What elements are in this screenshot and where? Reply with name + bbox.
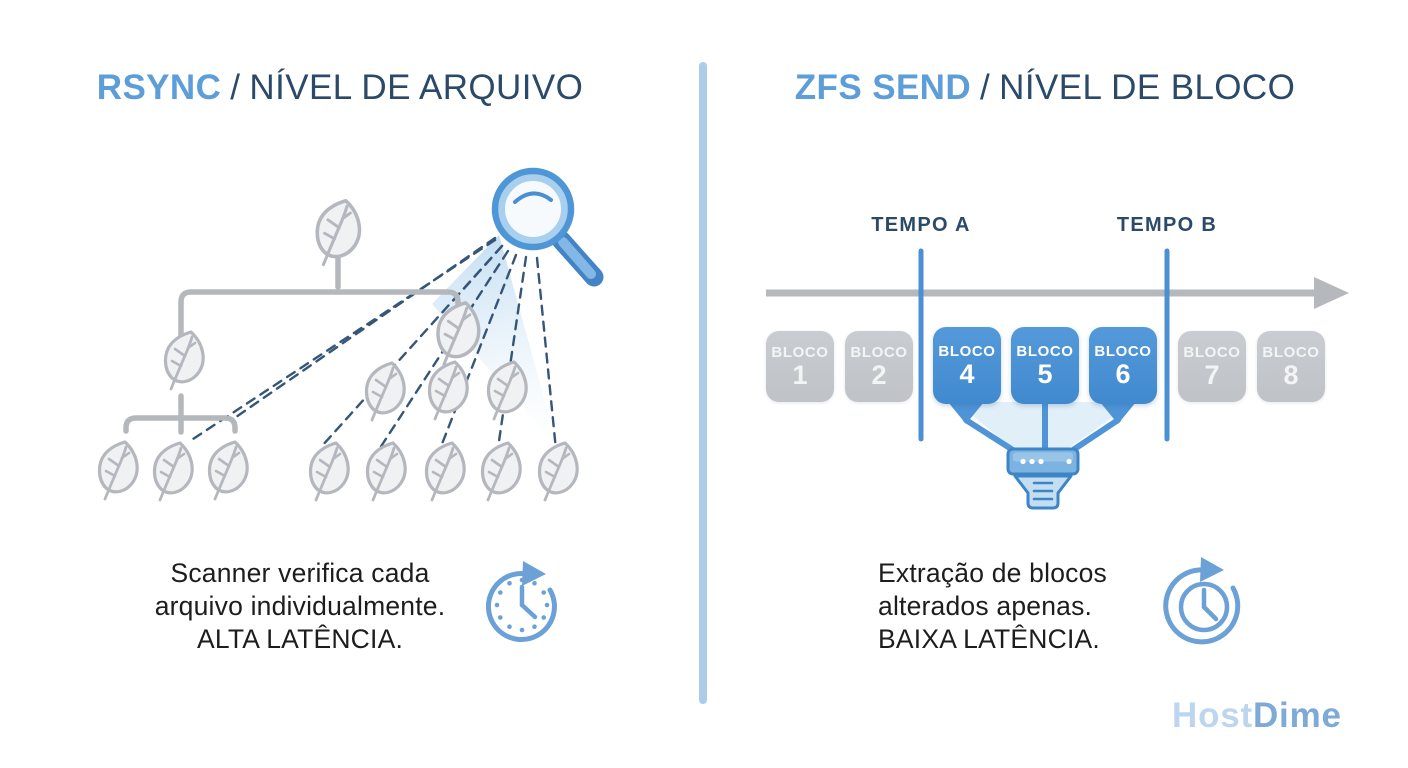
block-1: BLOCO 1	[766, 331, 834, 402]
leaf-icon	[537, 441, 579, 502]
left-title-product: RSYNC	[96, 68, 222, 107]
caption-line: ALTA LATÊNCIA.	[196, 624, 404, 654]
block-6: BLOCO 6	[1089, 327, 1157, 404]
leaf-icon	[152, 441, 194, 502]
block-label: BLOCO	[1262, 343, 1320, 361]
right-arrow-icon	[1314, 277, 1349, 309]
tempo-b-label: TEMPO B	[1116, 214, 1218, 236]
title-separator: /	[980, 68, 991, 107]
block-number: 6	[1115, 358, 1131, 389]
block-number: 5	[1037, 358, 1053, 389]
leaf-icon	[315, 198, 362, 267]
block-label: BLOCO	[1016, 342, 1074, 360]
block-label: BLOCO	[771, 343, 829, 361]
block-5: BLOCO 5	[1011, 327, 1079, 404]
right-title-product: ZFS SEND	[794, 68, 972, 107]
left-panel-title: RSYNC/NÍVEL DE ARQUIVO	[60, 68, 620, 108]
left-caption: Scanner verifica cada arquivo individual…	[90, 557, 510, 656]
right-panel-title: ZFS SEND/NÍVEL DE BLOCO	[765, 68, 1325, 108]
scan-ray	[535, 256, 558, 452]
block-7: BLOCO 7	[1178, 331, 1246, 402]
leaf-icon	[364, 361, 406, 422]
leaf-icon	[207, 440, 249, 501]
leaf-icon	[427, 360, 469, 421]
caption-line: arquivo individualmente.	[154, 591, 446, 621]
logo-part-host: Host	[1172, 696, 1253, 735]
tempo-a-label: TEMPO A	[871, 214, 971, 236]
magnifier-icon	[491, 167, 604, 287]
timeline-arrow	[766, 277, 1349, 309]
block-label: BLOCO	[1183, 343, 1241, 361]
leaf-icon	[308, 441, 350, 502]
logo-part-dime: Dime	[1252, 696, 1342, 735]
block-number: 8	[1283, 359, 1299, 390]
scan-ray	[496, 255, 528, 450]
funnel-device-icon	[1006, 447, 1080, 510]
leaf-icon	[97, 440, 139, 501]
block-8: BLOCO 8	[1257, 331, 1325, 402]
block-number: 4	[959, 358, 975, 389]
hostdime-logo: HostDime	[1172, 696, 1342, 736]
caption-line: Scanner verifica cada	[170, 558, 430, 588]
extraction-funnel	[948, 399, 1136, 455]
right-title-level: NÍVEL DE BLOCO	[999, 68, 1296, 107]
block-2: BLOCO 2	[845, 331, 913, 402]
scan-ray	[320, 244, 504, 448]
leaf-icon	[365, 441, 407, 502]
scan-ray	[450, 244, 504, 304]
block-label: BLOCO	[938, 342, 996, 360]
clock-refresh-icon	[485, 561, 557, 643]
clock-refresh-icon	[1163, 557, 1241, 645]
panel-divider	[699, 62, 707, 704]
file-tree-connectors	[123, 253, 461, 435]
right-caption: Extração de blocos alterados apenas. BAI…	[878, 557, 1298, 656]
block-4: BLOCO 4	[933, 327, 1001, 404]
block-number: 7	[1204, 359, 1220, 390]
caption-line: alterados apenas.	[878, 591, 1093, 621]
scan-ray	[188, 238, 497, 443]
caption-line: BAIXA LATÊNCIA.	[878, 624, 1100, 654]
scan-ray	[438, 253, 518, 451]
scan-rays	[188, 236, 558, 452]
left-title-level: NÍVEL DE ARQUIVO	[249, 68, 584, 107]
title-separator: /	[230, 68, 241, 107]
block-label: BLOCO	[1094, 342, 1152, 360]
leaf-icon	[480, 441, 522, 502]
leaf-icon	[424, 441, 466, 502]
block-label: BLOCO	[850, 343, 908, 361]
leaf-icon	[163, 330, 205, 391]
block-number: 1	[792, 359, 808, 390]
caption-line: Extração de blocos	[878, 558, 1107, 588]
block-number: 2	[871, 359, 887, 390]
